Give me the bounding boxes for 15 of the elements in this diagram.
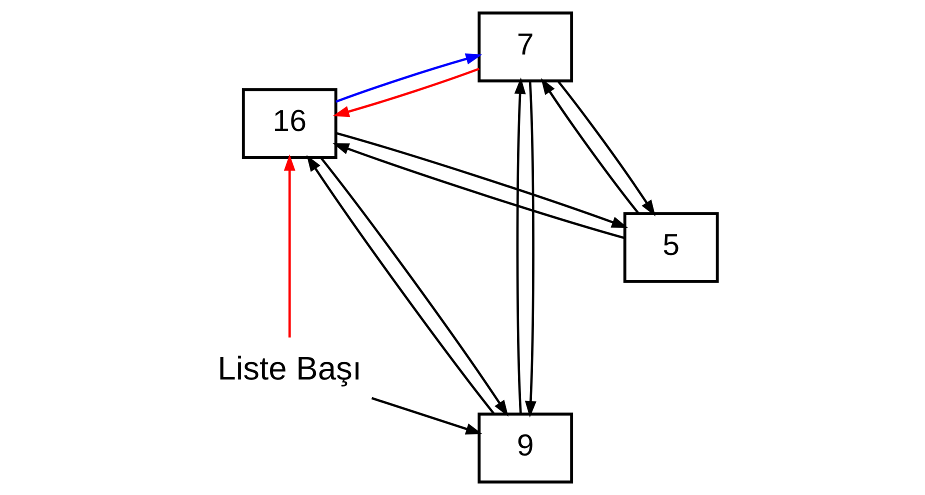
arrow (524, 81, 536, 418)
arrow (540, 78, 640, 214)
node-box: 9 (478, 412, 574, 484)
arrow (556, 80, 656, 216)
arrow (336, 132, 628, 228)
arrow (332, 68, 480, 118)
node-text: Liste Başı (218, 350, 362, 387)
arrow (284, 154, 296, 338)
arrow (514, 78, 526, 414)
arrow (332, 143, 625, 240)
node-box: 5 (623, 212, 719, 283)
node-box: 16 (242, 88, 338, 159)
node-box: 7 (478, 12, 574, 82)
arrow (371, 397, 482, 434)
arrow (335, 53, 482, 103)
